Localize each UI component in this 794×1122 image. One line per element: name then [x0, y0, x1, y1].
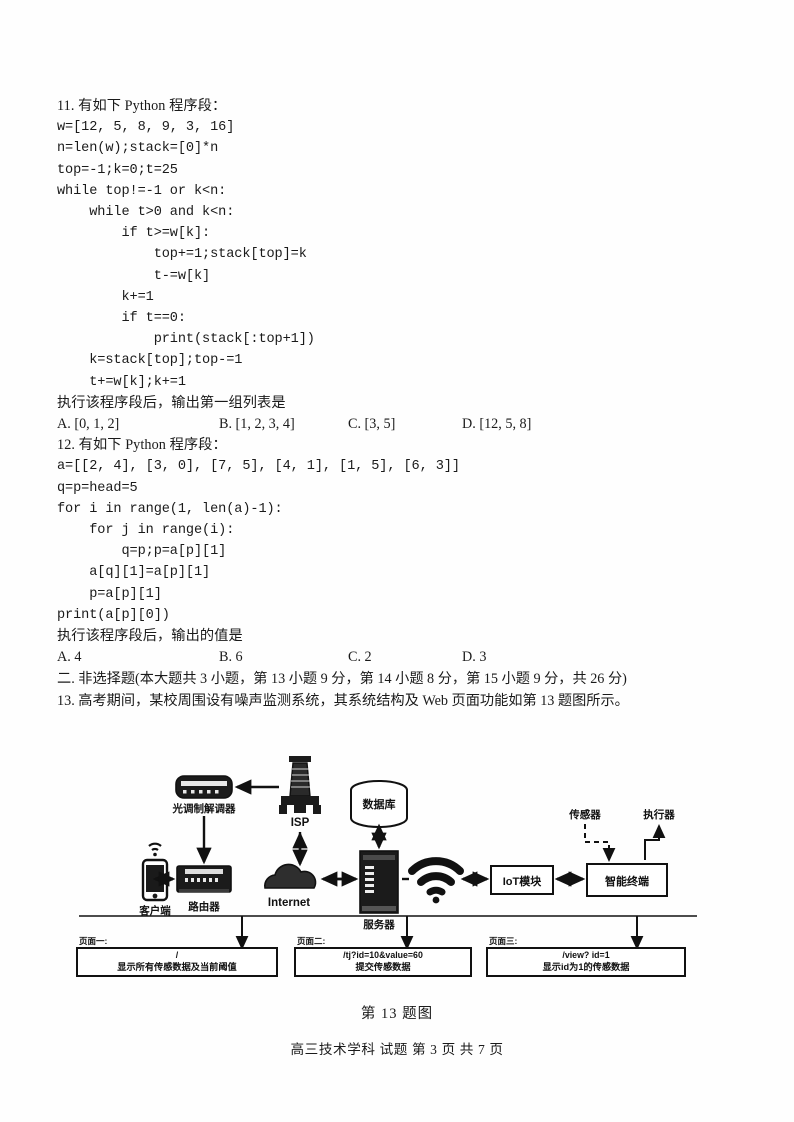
- page-3-url: /view? id=1: [562, 950, 609, 960]
- smart-terminal-box: [586, 863, 668, 897]
- server-node: [359, 850, 399, 914]
- modem-label: 光调制解调器: [172, 802, 236, 815]
- question-11-code-line: w=[12, 5, 8, 9, 3, 16]: [57, 120, 235, 136]
- page-1-label: 页面一:: [79, 936, 108, 946]
- question-11-code-line: t+=w[k];k+=1: [57, 374, 186, 390]
- question-13-stem: 13. 高考期间，某校周围设有噪声监测系统，其系统结构及 Web 页面功能如第 …: [57, 693, 629, 710]
- isp-label: ISP: [291, 817, 310, 829]
- option-c[interactable]: C. [3, 5]: [348, 416, 396, 433]
- router-node: [176, 865, 232, 893]
- modem-node: [175, 775, 233, 799]
- smart-terminal-label: 智能终端: [605, 874, 649, 888]
- question-12-code-line: q=p;p=a[p][1]: [57, 544, 227, 560]
- actuator-label: 执行器: [643, 808, 675, 821]
- question-11-code-line: print(stack[:top+1]): [57, 332, 315, 348]
- actuator-connector: [644, 824, 666, 860]
- server-label: 服务器: [363, 918, 395, 931]
- page-1-url: /: [176, 950, 179, 960]
- question-11-code-line: t-=w[k]: [57, 268, 211, 284]
- question-11-prompt: 执行该程序段后，输出第一组列表是: [57, 394, 286, 411]
- question-12-code-line: q=p=head=5: [57, 480, 138, 496]
- question-12-code-line: for i in range(1, len(a)-1):: [57, 501, 283, 517]
- question-11-options: A. [0, 1, 2] B. [1, 2, 3, 4] C. [3, 5] D…: [57, 414, 737, 435]
- page-1-desc: 显示所有传感数据及当前阈值: [117, 961, 236, 972]
- question-12-code-line: for j in range(i):: [57, 523, 235, 539]
- option-a[interactable]: A. [0, 1, 2]: [57, 416, 120, 433]
- question-11-code-line: k+=1: [57, 289, 154, 305]
- iot-module-label: IoT模块: [503, 874, 542, 888]
- internet-node: [264, 863, 317, 889]
- page-box-2: 页面二: /tj?id=10&value=60 提交传感数据: [294, 936, 472, 977]
- question-11-stem: 11. 有如下 Python 程序段：: [57, 98, 227, 114]
- question-12-stem: 12. 有如下 Python 程序段：: [57, 437, 227, 454]
- question-11-code-line: n=len(w);stack=[0]*n: [57, 141, 219, 157]
- option-c[interactable]: C. 2: [348, 649, 372, 666]
- question-12-code-line: print(a[p][0]): [57, 607, 170, 623]
- page-2-desc: 提交传感数据: [355, 961, 410, 972]
- database-label: 数据库: [363, 797, 396, 811]
- option-a[interactable]: A. 4: [57, 649, 82, 666]
- page-footer: 高三技术学科 试题 第 3 页 共 7 页: [290, 1042, 504, 1057]
- wifi-icon: [408, 857, 464, 904]
- question-11-code-line: while t>0 and k<n:: [57, 205, 235, 221]
- database-node: [350, 780, 408, 828]
- question-13-figure: 客户端 路由器: [57, 756, 737, 996]
- iot-module-box: [490, 865, 554, 895]
- page-3-desc: 显示id为1的传感数据: [543, 961, 630, 972]
- client-node: [141, 842, 169, 902]
- figure-caption: 第 13 题图: [360, 1006, 434, 1022]
- question-11-code-line: if t>=w[k]:: [57, 226, 211, 242]
- page-content: 11. 有如下 Python 程序段： w=[12, 5, 8, 9, 3, 1…: [57, 96, 737, 712]
- option-d[interactable]: D. 3: [462, 649, 487, 666]
- option-b[interactable]: B. 6: [219, 649, 243, 666]
- question-12-code-line: a[q][1]=a[p][1]: [57, 565, 211, 581]
- page-2-url: /tj?id=10&value=60: [343, 950, 423, 960]
- section-2-heading: 二. 非选择题(本大题共 3 小题，第 13 小题 9 分，第 14 小题 8 …: [57, 671, 627, 688]
- sensor-connector: [584, 824, 616, 862]
- question-12-prompt: 执行该程序段后，输出的值是: [57, 628, 243, 645]
- question-11-code-line: top=-1;k=0;t=25: [57, 162, 178, 178]
- page-box-1: 页面一: / 显示所有传感数据及当前阈值: [76, 936, 278, 977]
- page-box-3: 页面三: /view? id=1 显示id为1的传感数据: [486, 936, 686, 977]
- page-3-label: 页面三:: [489, 936, 518, 946]
- isp-node: [279, 756, 321, 814]
- question-11-code-line: k=stack[top];top-=1: [57, 353, 243, 369]
- option-d[interactable]: D. [12, 5, 8]: [462, 416, 532, 433]
- internet-label: Internet: [268, 897, 310, 909]
- question-12-options: A. 4 B. 6 C. 2 D. 3: [57, 647, 737, 668]
- question-12-code-line: a=[[2, 4], [3, 0], [7, 5], [4, 1], [1, 5…: [57, 459, 460, 475]
- page-2-label: 页面二:: [297, 936, 326, 946]
- question-11-code-line: if t==0:: [57, 311, 186, 327]
- router-label: 路由器: [188, 900, 220, 913]
- question-11-code-line: top+=1;stack[top]=k: [57, 247, 307, 263]
- client-label: 客户端: [138, 904, 171, 917]
- option-b[interactable]: B. [1, 2, 3, 4]: [219, 416, 295, 433]
- question-12-code-line: p=a[p][1]: [57, 586, 162, 602]
- question-11-code-line: while top!=-1 or k<n:: [57, 183, 227, 199]
- sensor-label: 传感器: [568, 808, 601, 821]
